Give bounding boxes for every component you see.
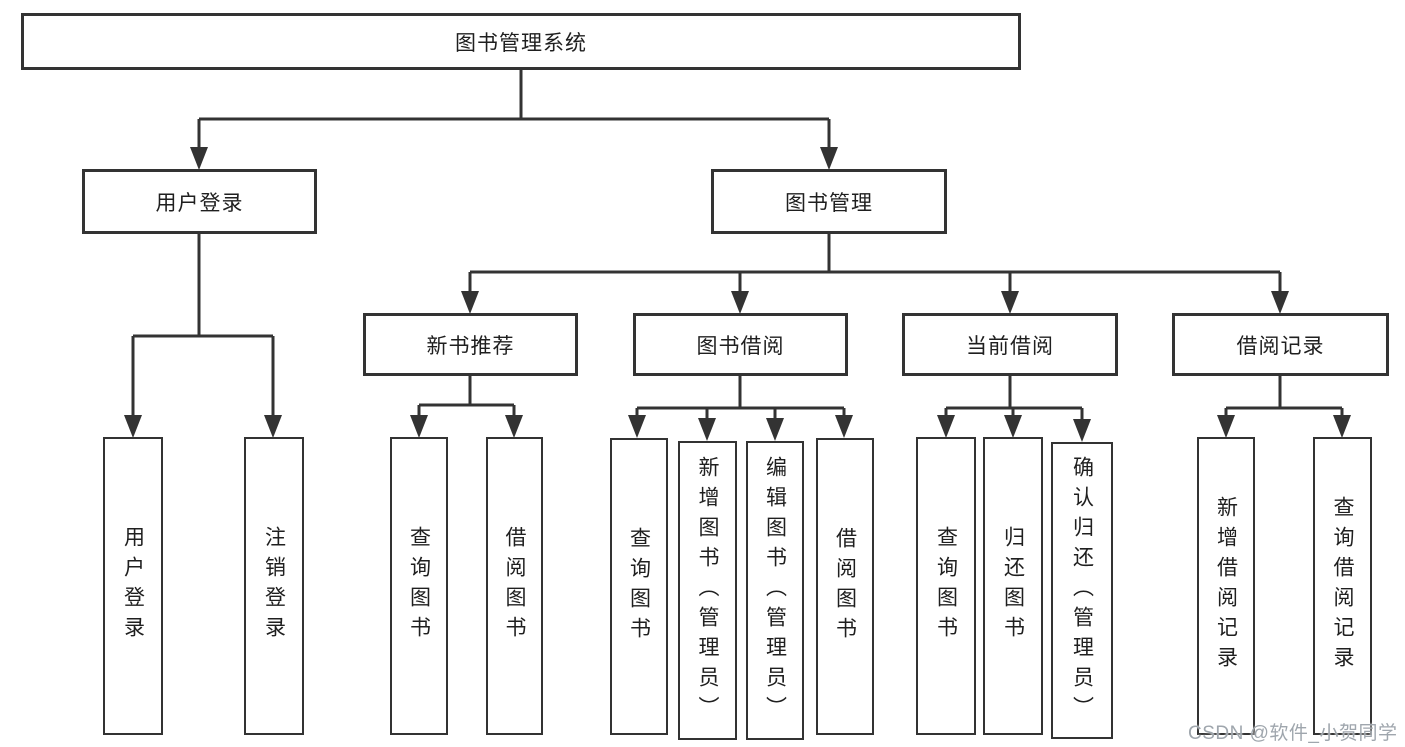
node-current-borrow: 当前借阅 [902,313,1118,376]
leaf-label: 注销登录 [262,526,286,646]
leaf-query-books-recommend: 查询图书 [390,437,448,735]
node-library-management-system: 图书管理系统 [21,13,1021,70]
leaf-label: 确认归还（管理员） [1070,455,1094,726]
leaf-label: 查询图书 [627,526,651,647]
leaf-label: 用户登录 [121,526,145,646]
leaf-query-books-current: 查询图书 [916,437,976,735]
leaf-add-borrow-record: 新增借阅记录 [1197,437,1255,735]
leaf-label: 查询图书 [934,526,958,646]
node-label: 新书推荐 [426,334,515,358]
leaf-user-login: 用户登录 [103,437,163,735]
leaf-logout: 注销登录 [244,437,304,735]
leaf-query-borrow-record: 查询借阅记录 [1313,437,1372,735]
leaf-label: 借阅图书 [833,526,857,647]
leaf-return-book: 归还图书 [983,437,1043,735]
node-borrow-records: 借阅记录 [1172,313,1389,376]
leaf-label: 查询图书 [407,526,431,646]
leaf-label: 编辑图书（管理员） [763,455,787,726]
leaf-add-book-admin: 新增图书（管理员） [678,441,737,740]
leaf-borrow-books: 借阅图书 [816,438,874,735]
node-label: 图书借阅 [696,334,785,358]
leaf-borrow-books-recommend: 借阅图书 [486,437,543,735]
leaf-label: 查询借阅记录 [1331,496,1354,676]
node-book-borrow: 图书借阅 [633,313,848,376]
leaf-query-books-borrow: 查询图书 [610,438,668,735]
node-new-book-recommend: 新书推荐 [363,313,578,376]
leaf-edit-book-admin: 编辑图书（管理员） [746,441,804,740]
csdn-watermark: CSDN @软件_小贺同学 [1188,723,1398,744]
leaf-label: 新增图书（管理员） [696,455,719,726]
node-label: 用户登录 [155,191,244,215]
node-book-management: 图书管理 [711,169,947,234]
node-label: 当前借阅 [966,334,1054,358]
leaf-label: 归还图书 [1001,526,1025,646]
node-label: 图书管理 [785,191,873,215]
leaf-confirm-return-admin: 确认归还（管理员） [1051,442,1113,739]
node-user-login: 用户登录 [82,169,317,234]
node-label: 借阅记录 [1236,334,1325,358]
leaf-label: 借阅图书 [503,526,526,646]
node-label: 图书管理系统 [455,31,587,55]
leaf-label: 新增借阅记录 [1214,496,1238,676]
